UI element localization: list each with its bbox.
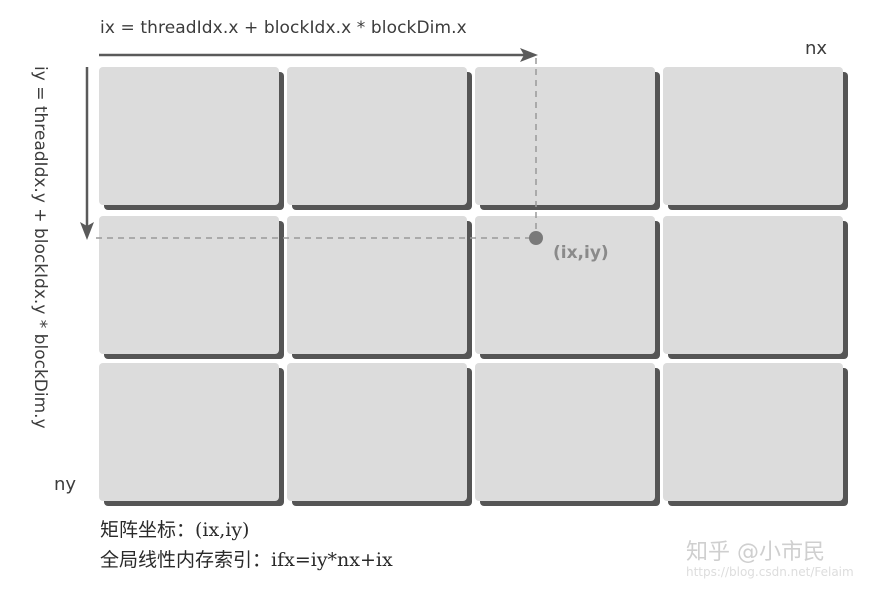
nx-label: nx: [805, 38, 828, 59]
grid-block: [287, 67, 467, 205]
x-index-formula: ix = threadIdx.x + blockIdx.x * blockDim…: [100, 18, 467, 38]
grid-block: [99, 67, 279, 205]
x-axis-arrow: [99, 48, 538, 62]
grid-block: [475, 67, 655, 205]
grid-block: [663, 363, 843, 501]
point-label: (ix,iy): [553, 243, 609, 263]
linear-index-caption: 全局线性内存索引：ifx=iy*nx+ix: [100, 549, 393, 571]
y-axis-arrow: [80, 67, 94, 240]
grid-block: [475, 363, 655, 501]
watermark-url: https://blog.csdn.net/Felaim: [686, 565, 854, 579]
matrix-coordinate-caption: 矩阵坐标：(ix,iy): [100, 519, 250, 541]
watermark-zhihu: 知乎 @小市民: [686, 540, 825, 565]
guide-lines: [96, 58, 537, 239]
grid-block: [663, 67, 843, 205]
grid-block: [287, 216, 467, 354]
grid-block: [663, 216, 843, 354]
grid-block: [99, 216, 279, 354]
grid-block: [475, 216, 655, 354]
grid-block: [99, 363, 279, 501]
ny-label: ny: [54, 474, 77, 495]
grid-block: [287, 363, 467, 501]
point-marker: [529, 231, 543, 245]
